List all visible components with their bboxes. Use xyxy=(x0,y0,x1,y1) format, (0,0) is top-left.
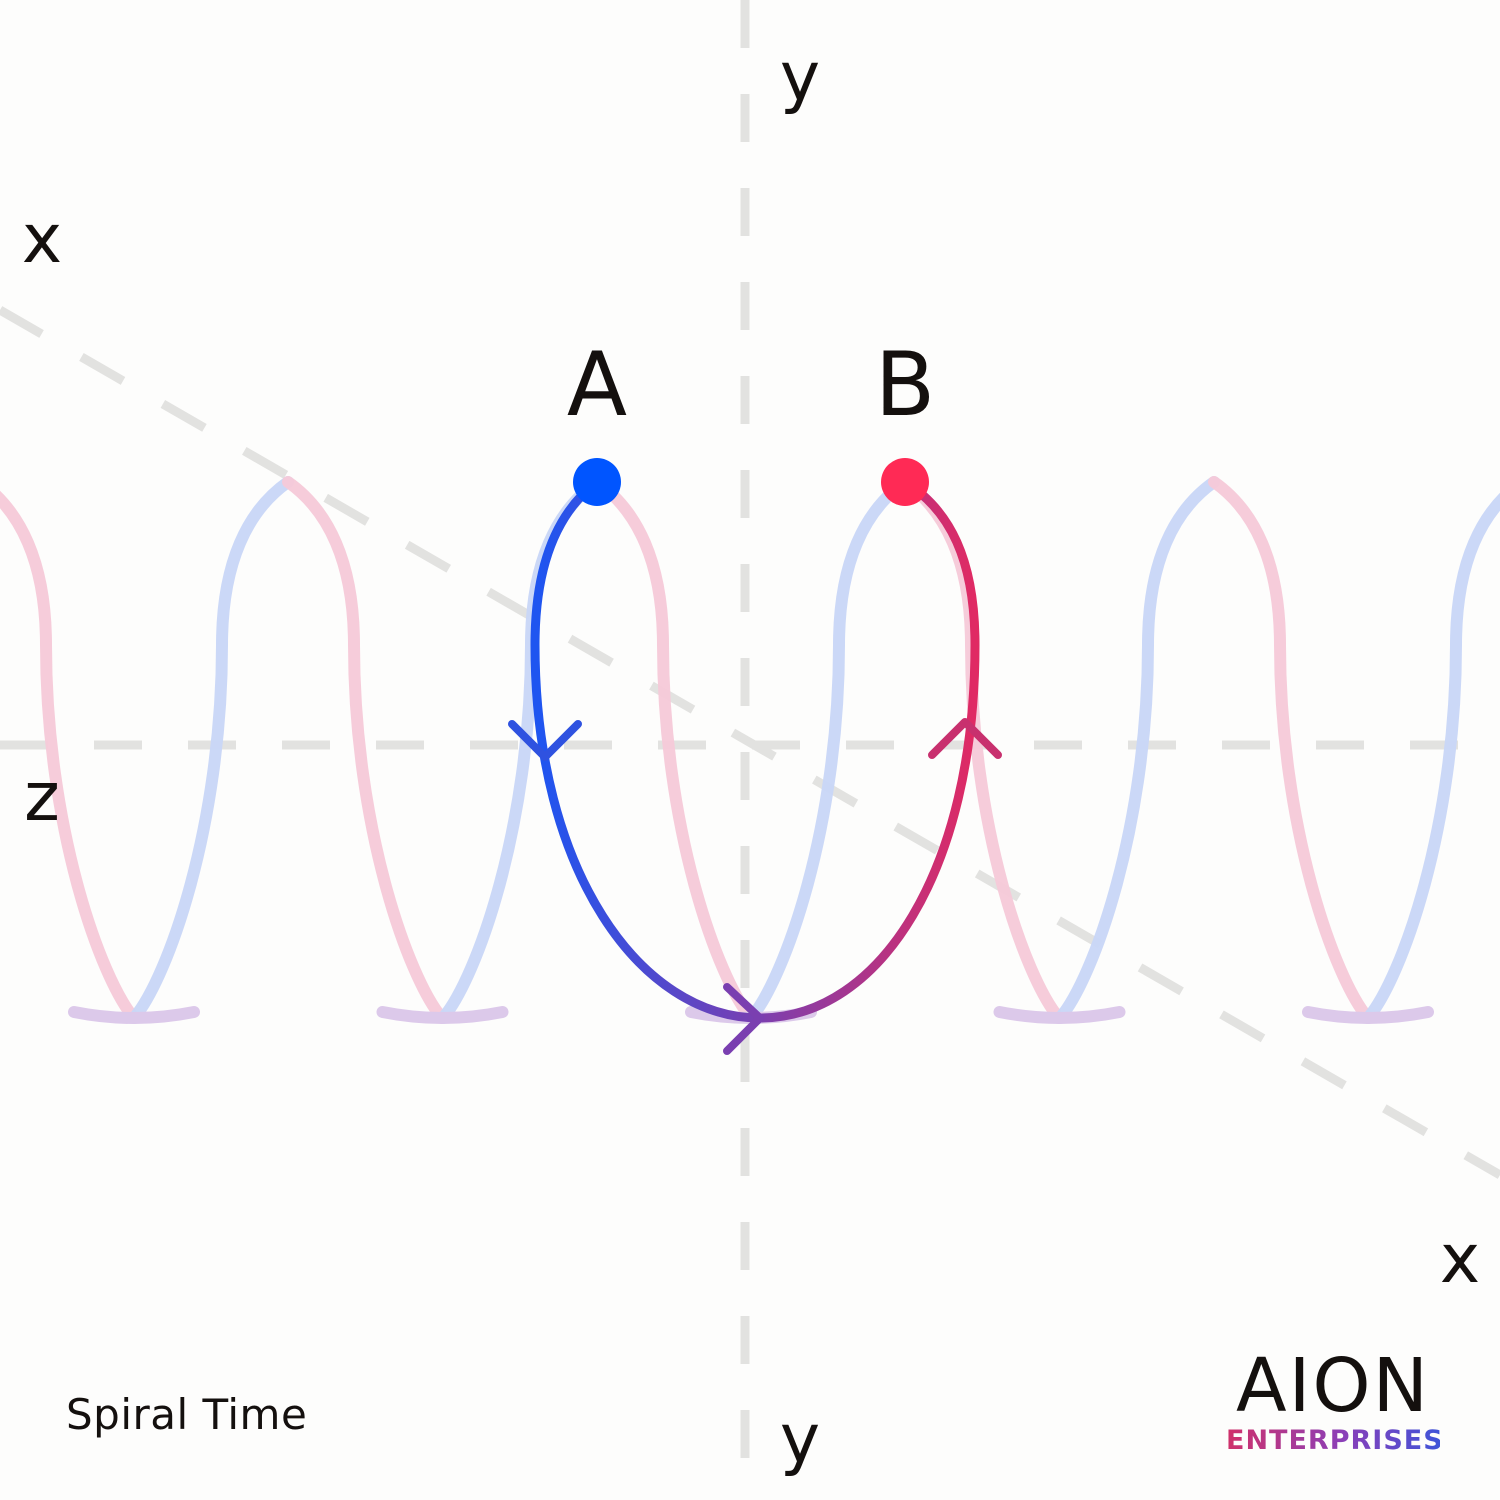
x-axis-label-left: x xyxy=(22,200,62,279)
x-axis-label-right: x xyxy=(1440,1220,1480,1299)
y-axis-label-top: y xyxy=(780,38,820,117)
helix-loop-back xyxy=(437,476,603,1024)
logo-main-text: AION xyxy=(1235,1343,1431,1429)
highlighted-path xyxy=(508,477,1002,1055)
helix-background xyxy=(0,476,1500,1024)
logo-sub-text: ENTERPRISES xyxy=(1226,1425,1444,1456)
helix-bottom-arc xyxy=(376,1006,509,1024)
helix-loop-back xyxy=(128,476,294,1024)
helix-loop-back xyxy=(745,476,911,1024)
x-axis xyxy=(0,306,1500,1179)
z-axis-label: z xyxy=(24,758,60,837)
arrow-down xyxy=(508,720,582,761)
y-axis-label-bottom: y xyxy=(780,1400,820,1479)
helix-loop-front xyxy=(282,476,448,1024)
helix-loop-back xyxy=(1362,492,1500,1024)
helix-loop-front xyxy=(1208,476,1374,1024)
helix-bottom-arc xyxy=(1302,1006,1434,1024)
helix-loop-front xyxy=(899,476,1065,1024)
helix-bottom-arc xyxy=(68,1006,200,1024)
arrow-up xyxy=(928,718,1002,759)
helix-loop-back xyxy=(1054,476,1220,1024)
helix-loop-front xyxy=(0,490,140,1024)
helix-loop-front xyxy=(591,476,757,1024)
point-a-dot xyxy=(573,458,621,506)
arrow-right xyxy=(723,983,764,1055)
point-a-label: A xyxy=(567,333,627,436)
point-b-label: B xyxy=(875,333,935,436)
point-b-dot xyxy=(881,458,929,506)
company-logo: AION ENTERPRISES xyxy=(1226,1343,1444,1456)
diagram-caption: Spiral Time xyxy=(66,1390,308,1439)
helix-bottom-arc xyxy=(993,1006,1126,1024)
